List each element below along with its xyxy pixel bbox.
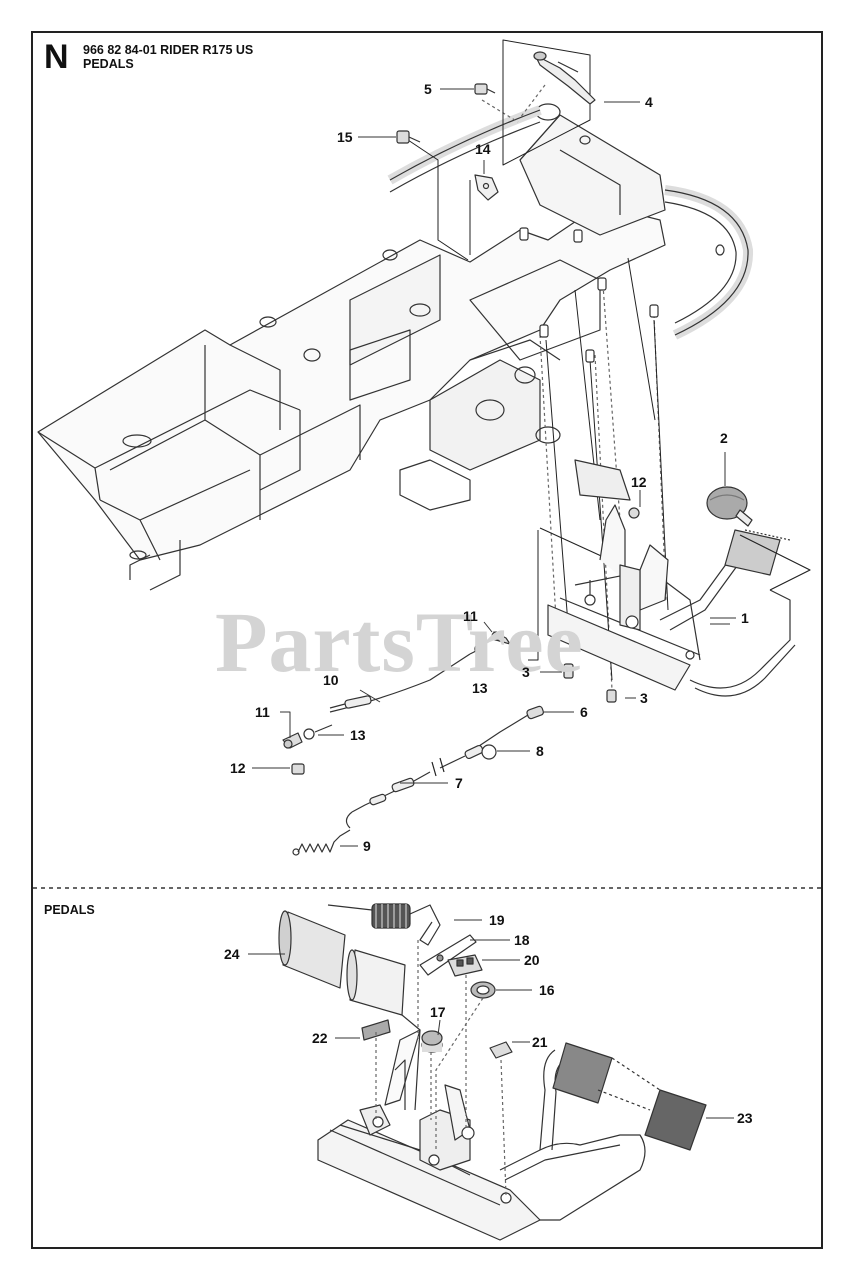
callout-10: 10 bbox=[323, 672, 339, 688]
callout-6: 6 bbox=[580, 704, 588, 720]
callout-1: 1 bbox=[741, 610, 749, 626]
part-17-spacer bbox=[421, 1030, 443, 1053]
part-4-clip bbox=[533, 51, 596, 105]
callout-17: 17 bbox=[430, 1004, 446, 1020]
diagram-frame bbox=[31, 31, 823, 1249]
part-22-plate bbox=[361, 1019, 391, 1041]
callout-2: 2 bbox=[720, 430, 728, 446]
rod-fittings bbox=[519, 227, 659, 363]
part-13-washer-lower bbox=[303, 728, 315, 740]
callout-13-upper: 13 bbox=[472, 680, 488, 696]
page-subtitle: PEDALS bbox=[83, 57, 134, 71]
part-13-washer-upper bbox=[474, 643, 486, 655]
callout-12-lower: 12 bbox=[230, 760, 246, 776]
callout-leaders-upper bbox=[252, 88, 736, 847]
part-14-bracket bbox=[474, 174, 499, 201]
callout-12-upper: 12 bbox=[631, 474, 647, 490]
chassis-frame bbox=[37, 103, 754, 591]
callout-8: 8 bbox=[536, 743, 544, 759]
part-6-adjuster bbox=[526, 705, 544, 720]
part-23-pedal-pads bbox=[552, 1042, 707, 1151]
callout-14: 14 bbox=[475, 141, 491, 157]
part-15-bolt bbox=[396, 130, 421, 144]
callout-23: 23 bbox=[737, 1110, 753, 1126]
callout-18: 18 bbox=[514, 932, 530, 948]
lower-section-title: PEDALS bbox=[44, 903, 95, 917]
callout-11-upper: 11 bbox=[463, 608, 478, 624]
callout-9: 9 bbox=[363, 838, 371, 854]
callout-11-lower: 11 bbox=[255, 704, 270, 720]
part-16-bearing bbox=[470, 981, 496, 999]
part-19-spring bbox=[327, 903, 441, 946]
callout-7: 7 bbox=[455, 775, 463, 791]
leader-lines-lower bbox=[375, 940, 507, 1196]
callout-16: 16 bbox=[539, 982, 555, 998]
part-9-spring bbox=[292, 829, 351, 856]
section-letter: N bbox=[44, 38, 69, 76]
callout-19: 19 bbox=[489, 912, 505, 928]
part-2-knob bbox=[706, 486, 753, 527]
part-11-ball-joints bbox=[282, 631, 511, 749]
part-7-brake-cable bbox=[345, 705, 544, 829]
callout-21: 21 bbox=[532, 1034, 548, 1050]
part-20-bushing-block bbox=[447, 954, 483, 977]
lower-pedal-base bbox=[317, 1029, 646, 1241]
part-5-bolt bbox=[474, 83, 496, 95]
callout-5: 5 bbox=[424, 81, 432, 97]
part-12-nut-upper bbox=[628, 507, 640, 519]
callout-3-left: 3 bbox=[522, 664, 530, 680]
part-3-bolts bbox=[563, 663, 617, 703]
part-18-plate bbox=[419, 934, 477, 976]
part-21-clip bbox=[489, 1041, 513, 1059]
part-10-cable-end bbox=[314, 724, 333, 733]
part-8-ring bbox=[481, 744, 497, 760]
callout-4: 4 bbox=[645, 94, 653, 110]
part-10-cable bbox=[329, 649, 479, 713]
callout-15: 15 bbox=[337, 129, 353, 145]
callout-20: 20 bbox=[524, 952, 540, 968]
part-1-pedal-assembly bbox=[547, 459, 811, 697]
callout-24: 24 bbox=[224, 946, 240, 962]
part-12-nut-lower bbox=[291, 763, 305, 775]
page-title: 966 82 84-01 RIDER R175 US bbox=[83, 43, 254, 57]
callout-leaders-lower bbox=[248, 919, 734, 1119]
callout-3-right: 3 bbox=[640, 690, 648, 706]
part-24-pad-sleeve bbox=[278, 910, 421, 1111]
callout-22: 22 bbox=[312, 1030, 328, 1046]
watermark: PartsTree bbox=[215, 594, 584, 690]
callout-13-lower: 13 bbox=[350, 727, 366, 743]
leader-lines-upper bbox=[481, 84, 667, 691]
